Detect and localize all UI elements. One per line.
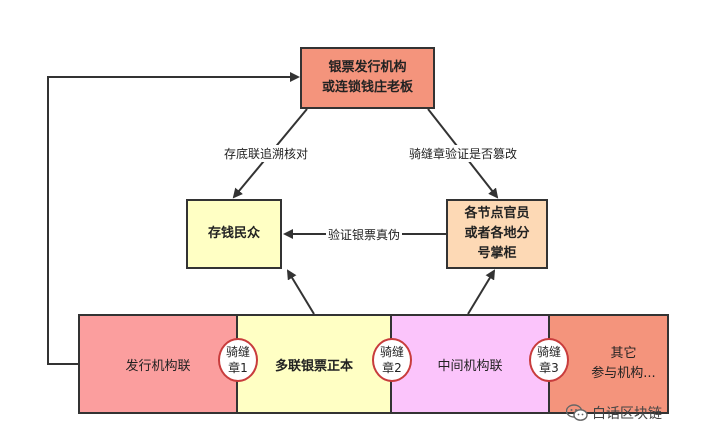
branch-node-label: 各节点官员 或者各地分 号掌柜	[464, 206, 530, 261]
edge-loop	[47, 72, 300, 365]
edge-label-tamper-check: 骑缝章验证是否篡改	[407, 145, 520, 162]
edge-label-audit: 存底联追溯核对	[222, 145, 311, 162]
seal-1: 骑缝 章1	[218, 338, 258, 382]
seal-1-label: 骑缝 章1	[225, 345, 250, 375]
band-main-label: 多联银票正本	[274, 358, 353, 374]
band-other-label: 其它 参与机构...	[591, 346, 656, 381]
seal-2: 骑缝 章2	[372, 338, 412, 382]
band-main-note: 多联银票正本	[236, 314, 392, 414]
band-middle-label: 中间机构联	[437, 358, 503, 374]
edge-main-up	[286, 269, 315, 315]
seal-3-label: 骑缝 章3	[536, 345, 561, 375]
branch-node: 各节点官员 或者各地分 号掌柜	[446, 199, 548, 269]
band-issuer-label: 发行机构联	[125, 358, 191, 374]
issuer-node-label: 银票发行机构 或连锁钱庄老板	[321, 60, 413, 95]
edge-mid-up	[467, 269, 496, 315]
wechat-icon	[566, 404, 588, 421]
watermark-text: 白话区块链	[592, 406, 662, 422]
band-middle-stub: 中间机构联	[390, 314, 550, 414]
depositor-node: 存钱民众	[186, 199, 282, 269]
watermark: 白话区块链	[566, 403, 662, 423]
depositor-node-label: 存钱民众	[207, 226, 260, 241]
band-issuer-stub: 发行机构联	[78, 314, 238, 414]
seal-3: 骑缝 章3	[529, 338, 569, 382]
seal-2-label: 骑缝 章2	[379, 345, 404, 375]
edge-label-verify: 验证银票真伪	[326, 226, 403, 243]
issuer-node: 银票发行机构 或连锁钱庄老板	[300, 47, 435, 109]
